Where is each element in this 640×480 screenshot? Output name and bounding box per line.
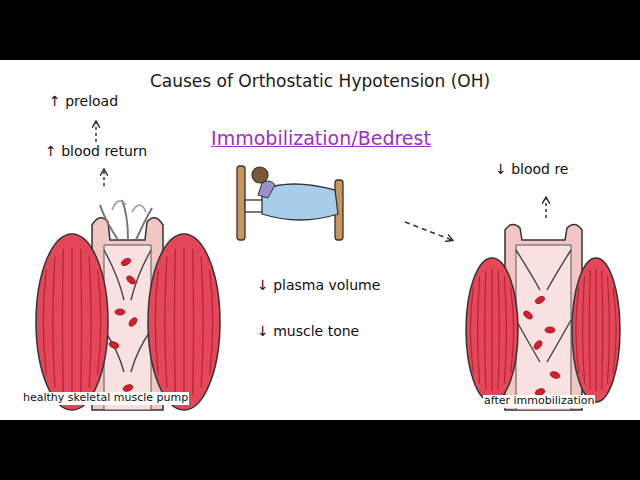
effect-label: ↑ preload: [48, 93, 119, 109]
effect-label: ↑ blood return: [44, 143, 148, 159]
caption-label: healthy skeletal muscle pump: [22, 392, 189, 405]
muscle-fiber: [595, 269, 596, 391]
top-bar: [0, 0, 640, 60]
effect-label: ↓ blood re: [494, 161, 570, 177]
muscles-healthy: [36, 234, 220, 410]
effect-label: ↓ plasma volume: [256, 277, 381, 293]
muscle-fiber: [201, 256, 203, 388]
caption-label: after immobilization: [483, 395, 595, 408]
transition-arrow: [405, 222, 452, 240]
muscles-immobilized: [466, 258, 620, 402]
muscle-fiber: [478, 276, 480, 384]
flow-arrow: [95, 122, 97, 142]
muscle-fiber: [165, 256, 167, 388]
muscle-fiber: [193, 249, 194, 394]
muscle-fiber: [71, 247, 72, 397]
muscle-fiber: [504, 276, 506, 384]
effect-label: ↓ muscle tone: [256, 323, 360, 339]
muscle-fiber: [607, 276, 609, 384]
muscle: [572, 258, 620, 402]
muscle-fiber: [174, 249, 175, 394]
muscle: [36, 234, 108, 410]
muscle-fiber: [583, 276, 585, 384]
muscle-fiber: [602, 271, 603, 390]
muscle-fiber: [491, 269, 492, 391]
muscle-fiber: [589, 271, 590, 390]
bottom-bar: [0, 420, 640, 480]
flow-arrow: [103, 170, 105, 186]
muscle-fiber: [576, 287, 579, 373]
flow-arrow: [545, 198, 547, 218]
muscle-fiber: [53, 256, 55, 388]
muscle-fiber: [210, 270, 213, 375]
muscle-fiber: [89, 256, 91, 388]
muscle-fiber: [498, 271, 499, 390]
ground: [0, 60, 640, 420]
muscle-fiber: [470, 287, 473, 373]
muscle-fiber: [485, 271, 486, 390]
muscle-fiber: [98, 270, 101, 375]
muscle-fiber: [43, 270, 46, 375]
muscle: [466, 258, 518, 402]
title: Causes of Orthostatic Hypotension (OH): [0, 72, 640, 92]
muscle-fiber: [62, 249, 63, 394]
bed-icon: [237, 166, 343, 240]
muscle-fiber: [155, 270, 158, 375]
blood-cells-immobilized: [522, 295, 560, 397]
muscle-fiber: [81, 249, 82, 394]
muscle-fiber: [613, 287, 616, 373]
blood-cells-healthy: [108, 257, 138, 393]
muscle-fiber: [183, 247, 184, 397]
muscle: [148, 234, 220, 410]
muscle-fiber: [511, 287, 514, 373]
cause-heading: Immobilization/Bedrest: [210, 128, 432, 150]
